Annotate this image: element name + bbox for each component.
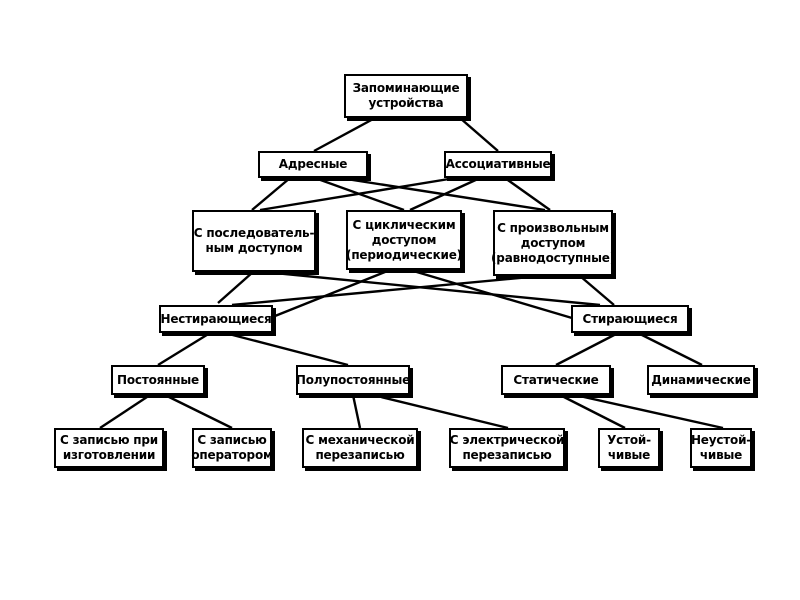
edge-rand-erase	[579, 275, 615, 306]
node-erasable: Стирающиеся	[571, 305, 689, 333]
node-label-line: Запоминающие	[352, 81, 460, 95]
node-label-line: Динамические	[651, 372, 751, 387]
node-associative: Ассоциативные	[444, 151, 552, 178]
node-label-line: изготовлении	[62, 448, 156, 462]
edge-semi-elec	[372, 393, 509, 430]
edge-stat-unstable	[574, 393, 724, 430]
node-permanent: Постоянные	[111, 365, 205, 395]
node-label-line: Неустой-	[690, 433, 752, 447]
node-semi-permanent: Полупостоянные	[296, 365, 410, 395]
node-label-line: С механической	[305, 433, 415, 447]
node-label-line: оператором	[191, 448, 273, 462]
node-address: Адресные	[258, 151, 368, 178]
node-static: Статические	[501, 365, 611, 395]
node-label-line: перезаписью	[462, 448, 552, 462]
node-label-line: Статические	[513, 372, 599, 387]
edge-seq-erase	[264, 270, 601, 307]
node-label-line: ным доступом	[205, 241, 303, 255]
node-stable: Устой-чивые	[598, 428, 660, 468]
node-non-erasable: Нестирающиеся	[159, 305, 273, 333]
node-label-line: С электрической	[449, 433, 565, 447]
node-label-line: С последователь-	[193, 226, 315, 240]
edge-nonerase-perm	[157, 331, 211, 367]
edge-stat-stable	[559, 393, 626, 430]
edge-seq-nonerase	[217, 271, 254, 304]
node-label-line: Ассоциативные	[445, 157, 551, 171]
node-dynamic: Динамические	[647, 365, 755, 395]
edge-address-seq	[251, 177, 291, 211]
node-label-line: устройства	[368, 96, 444, 110]
node-label-line: (равнодоступные)	[491, 250, 615, 265]
node-label-line: чивые	[607, 448, 651, 462]
edge-cyc-erase	[409, 268, 573, 320]
node-label-line: С произвольным	[497, 220, 609, 235]
edge-root-address	[313, 116, 376, 153]
edge-cyc-nonerase	[269, 268, 391, 320]
node-label-line: Полупостоянные	[295, 372, 411, 387]
node-label-line: Нестирающиеся	[160, 311, 272, 326]
edge-perm-manuf	[99, 393, 151, 430]
node-label-line: (периодические)	[346, 247, 462, 262]
edge-assoc-rand	[504, 177, 551, 211]
edge-erase-stat	[555, 331, 619, 367]
node-label-line: Стирающиеся	[582, 311, 678, 326]
node-label-line: Устой-	[607, 433, 651, 447]
edge-rand-nonerase	[231, 274, 541, 307]
edge-erase-dyn	[637, 331, 703, 367]
edge-assoc-cyc	[409, 176, 481, 212]
node-label-line: Постоянные	[117, 372, 199, 387]
node-unstable: Неустой-чивые	[690, 428, 752, 468]
edge-perm-oper	[164, 393, 233, 430]
edge-nonerase-semi	[224, 331, 349, 367]
edge-assoc-seq	[259, 176, 456, 212]
node-label-line: перезаписью	[315, 448, 405, 462]
node-label-line: чивые	[699, 448, 743, 462]
node-sequential-access: С последователь-ным доступом	[192, 210, 316, 272]
node-label-line: С циклическим	[352, 217, 456, 232]
node-label-line: С записью	[197, 433, 267, 447]
node-label-line: Адресные	[278, 157, 348, 171]
node-label-line: доступом	[371, 232, 437, 247]
edge-root-assoc	[459, 117, 499, 152]
node-label-line: доступом	[520, 235, 586, 250]
node-label-line: С записью при	[60, 433, 158, 447]
edge-semi-mech	[351, 394, 362, 429]
